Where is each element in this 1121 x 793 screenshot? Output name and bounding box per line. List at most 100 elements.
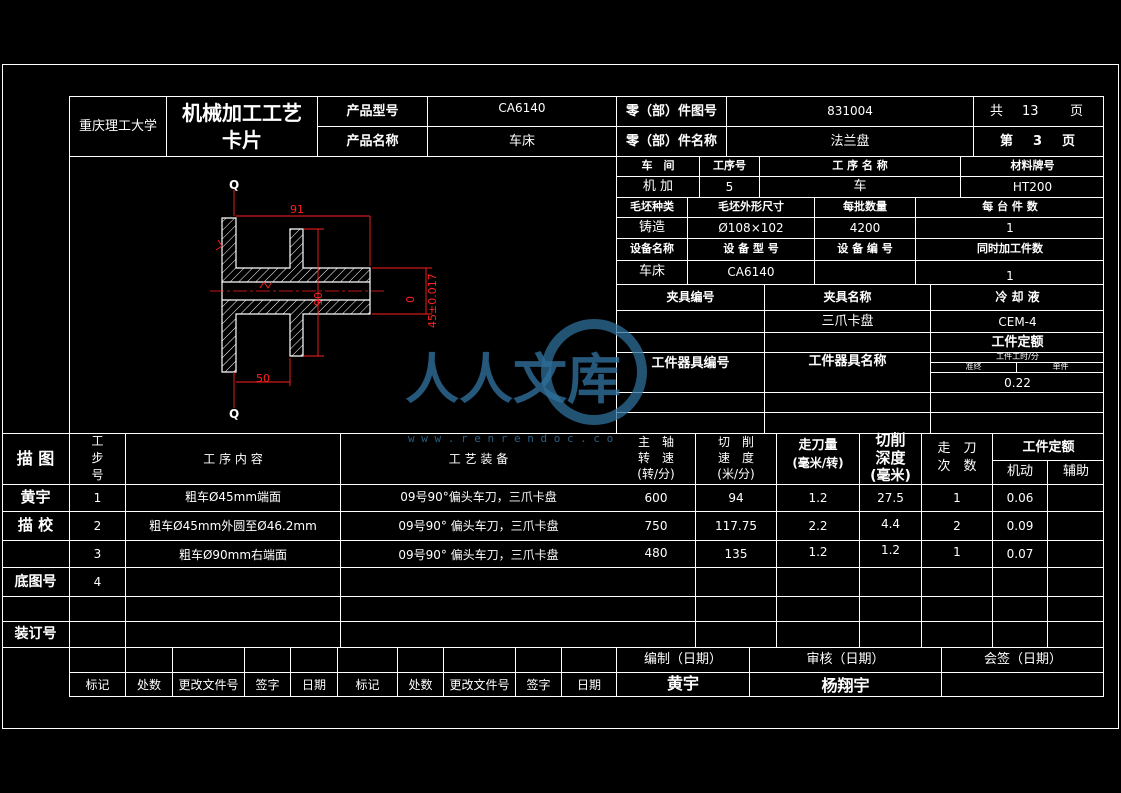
tool-name-label: 工件器具名称: [808, 354, 887, 369]
total-pages-value: 13: [1022, 104, 1039, 119]
change-doc-label-1: 更改文件号: [178, 678, 239, 692]
product-model-value: CA6140: [498, 101, 546, 115]
speed-header-2: 转 速: [637, 451, 674, 465]
equip-name-label: 设备名称: [630, 242, 674, 255]
op-no-label: 工序号: [713, 159, 746, 172]
depth-header-1: 切削: [875, 431, 906, 449]
equipment-header: 工 艺 装 备: [448, 452, 509, 466]
table-row-1-equip: 09号90°偏头车刀，三爪卡盘: [400, 490, 557, 504]
prep-time-label: 准终: [965, 362, 982, 371]
op-name-value: 车: [853, 179, 867, 194]
coolant-value: CEM-4: [998, 315, 1037, 329]
side-base-label: 底图号: [14, 574, 57, 590]
side-check-label: 描 校: [17, 516, 54, 534]
change-doc-label-2: 更改文件号: [449, 678, 510, 692]
table-row-2-cut: 117.75: [715, 519, 757, 533]
op-name-label: 工 序 名 称: [832, 159, 888, 172]
quota-label: 工件定额: [991, 335, 1044, 350]
table-row-2-equip: 09号90° 偏头车刀，三爪卡盘: [398, 519, 559, 533]
speed-header-3: (转/分): [637, 467, 675, 481]
count-label-2: 处数: [408, 678, 433, 692]
aux-time-header: 辅助: [1062, 464, 1089, 479]
coolant-label: 冷 却 液: [995, 290, 1040, 304]
page-no-prefix: 第: [1000, 134, 1014, 149]
table-row-3-machine: 0.07: [1006, 547, 1034, 561]
total-pages-suffix: 页: [1070, 104, 1084, 119]
watermark-text: 人人文库: [405, 348, 621, 411]
op-no-value: 5: [725, 180, 734, 194]
step-header-2: 步: [91, 451, 104, 465]
blank-qty-value: 4200: [849, 221, 881, 235]
tool-no-label: 工件器具编号: [651, 356, 730, 371]
table-row-4-step: 4: [93, 575, 102, 589]
datum-bottom-label: Q: [229, 407, 239, 421]
cut-speed-header-3: (米/分): [717, 467, 755, 481]
equip-name-value: 车床: [638, 264, 665, 279]
cut-speed-header-2: 速 度: [717, 451, 754, 465]
watermark-url: w w w . r e n r e n d o c . c o: [408, 432, 613, 445]
table-row-2-feed: 2.2: [808, 519, 828, 533]
blank-qty-label: 每批数量: [843, 200, 887, 213]
table-row-3-speed: 480: [644, 546, 668, 560]
dim-zero-label: 0: [404, 296, 417, 303]
part-name-value: 法兰盘: [830, 134, 870, 149]
product-name-label: 产品名称: [346, 134, 399, 149]
depth-header-3: (毫米): [870, 468, 911, 484]
part-no-label: 零（部）件图号: [625, 104, 717, 119]
dim-45-label: 45±0.017: [426, 273, 439, 328]
dim-91-label: 91: [290, 203, 304, 216]
page-no-value: 3: [1033, 134, 1043, 149]
table-row-2-step: 2: [93, 519, 102, 533]
table-row-2-content: 粗车Ø45mm外圆至Ø46.2mm: [149, 519, 317, 533]
card-title-line2: 卡片: [222, 128, 262, 152]
speed-header-1: 主 轴: [637, 435, 674, 449]
table-row-2-machine: 0.09: [1006, 519, 1034, 533]
table-row-2-passes: 2: [953, 519, 961, 533]
page-no-suffix: 页: [1062, 134, 1076, 149]
review-label: 审核（日期）: [806, 652, 885, 667]
sign-label: 会签（日期）: [983, 652, 1062, 667]
blank-size-label: 毛坯外形尺寸: [718, 200, 784, 213]
datum-top-label: Q: [229, 178, 239, 192]
feed-header-2: (毫米/转): [792, 456, 844, 470]
table-row-1-step: 1: [93, 491, 102, 505]
fixture-name-value: 三爪卡盘: [821, 314, 874, 329]
blank-size-value: Ø108×102: [718, 221, 784, 235]
total-pages-prefix: 共: [990, 104, 1004, 119]
reviewer-name: 杨翔宇: [821, 676, 870, 695]
product-name-value: 车床: [508, 134, 535, 149]
table-row-3-passes: 1: [953, 545, 961, 559]
material-value: HT200: [1012, 180, 1053, 194]
dim-50-label: 50: [256, 372, 270, 385]
count-label-1: 处数: [136, 678, 161, 692]
cut-speed-header-1: 切 削: [717, 435, 754, 449]
fixture-name-label: 夹具名称: [823, 290, 872, 304]
workshop-label: 车 间: [641, 159, 675, 172]
signature-label-2: 签字: [526, 678, 551, 692]
school-name: 重庆理工大学: [78, 119, 157, 134]
depth-header-2: 深度: [875, 449, 906, 467]
table-row-2-depth: 4.4: [880, 517, 901, 531]
side-bind-label: 装订号: [14, 626, 57, 642]
date-label-1: 日期: [301, 678, 326, 692]
product-model-label: 产品型号: [346, 104, 399, 119]
table-row-3-feed: 1.2: [808, 545, 828, 559]
passes-header-2: 次 数: [937, 459, 977, 474]
table-row-3-content: 粗车Ø90mm右端面: [178, 548, 288, 562]
side-draw-label: 描 图: [16, 449, 55, 468]
table-row-2-speed: 750: [644, 519, 668, 533]
table-row-3-equip: 09号90° 偏头车刀，三爪卡盘: [398, 548, 559, 562]
feed-header-1: 走刀量: [798, 438, 838, 453]
date-label-2: 日期: [576, 678, 601, 692]
simul-value: 1: [1006, 269, 1014, 283]
table-row-1-feed: 1.2: [808, 491, 828, 505]
table-row-1-passes: 1: [953, 491, 961, 505]
card-title-line1: 机械加工工艺: [182, 101, 302, 125]
equip-model-value: CA6140: [727, 265, 775, 279]
passes-header-1: 走 刀: [937, 441, 977, 456]
blank-type-label: 毛坯种类: [630, 200, 674, 213]
step-header-3: 号: [91, 468, 104, 482]
table-row-1-speed: 600: [644, 491, 668, 505]
